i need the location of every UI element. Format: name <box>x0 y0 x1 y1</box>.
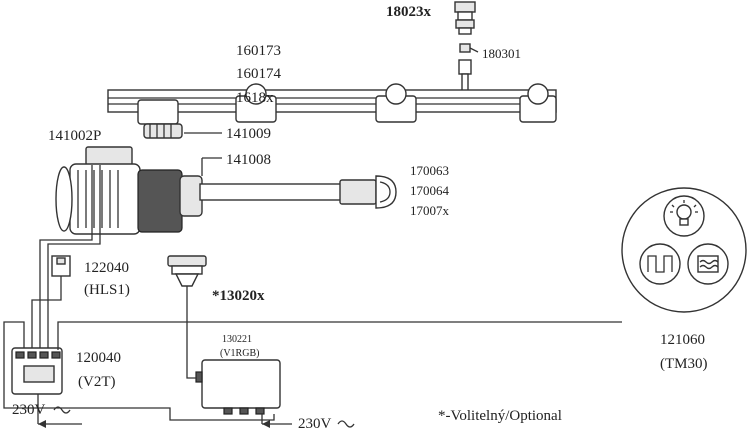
pump-top-code: 141002P <box>48 128 101 144</box>
air-rail <box>107 83 557 125</box>
sensor-name: (HLS1) <box>84 282 130 298</box>
controller-box <box>11 347 63 395</box>
controller-code: 120040 <box>76 350 121 366</box>
optional-part-code: *13020x <box>212 288 265 304</box>
clip-code: 141009 <box>226 126 271 142</box>
rgb-controller-box <box>195 359 281 415</box>
sensor-code: 122040 <box>84 260 129 276</box>
power-label-right: 230V <box>298 416 332 431</box>
control-panel <box>621 187 747 313</box>
suction-pipe <box>199 175 397 209</box>
ac-right-icon <box>337 420 355 428</box>
ac-left-icon <box>53 406 71 414</box>
power-label-left: 230V <box>12 402 46 418</box>
nozzle-top-code: 18023x <box>386 4 432 20</box>
optional-footnote: *-Volitelný/Optional <box>438 408 562 424</box>
pump-motor <box>55 146 203 235</box>
rgb-controller-name: (V1RGB) <box>220 348 259 359</box>
rail-code-1: 160173 <box>236 43 281 59</box>
pump-connector-code: 141008 <box>226 152 271 168</box>
rgb-controller-code: 130221 <box>222 334 252 345</box>
pipe-code-2: 170064 <box>410 183 450 198</box>
level-sensor <box>51 255 71 277</box>
controller-name: (V2T) <box>78 374 116 390</box>
pipe-code-3: 17007x <box>410 203 450 218</box>
wiring <box>3 165 622 428</box>
light-bulb-icon <box>663 195 705 237</box>
rail-code-3: 1618x <box>236 90 274 106</box>
nozzle-top-part <box>454 1 476 53</box>
rail-code-2: 160174 <box>236 66 282 82</box>
panel-name: (TM30) <box>660 356 708 372</box>
panel-code: 121060 <box>660 332 705 348</box>
adapter-code: 180301 <box>482 46 521 61</box>
pipe-code-1: 170063 <box>410 163 449 178</box>
optional-light-part <box>167 255 207 287</box>
rail-clip-part <box>143 123 183 139</box>
pump-wave-icon <box>639 243 681 285</box>
heater-icon <box>687 243 729 285</box>
